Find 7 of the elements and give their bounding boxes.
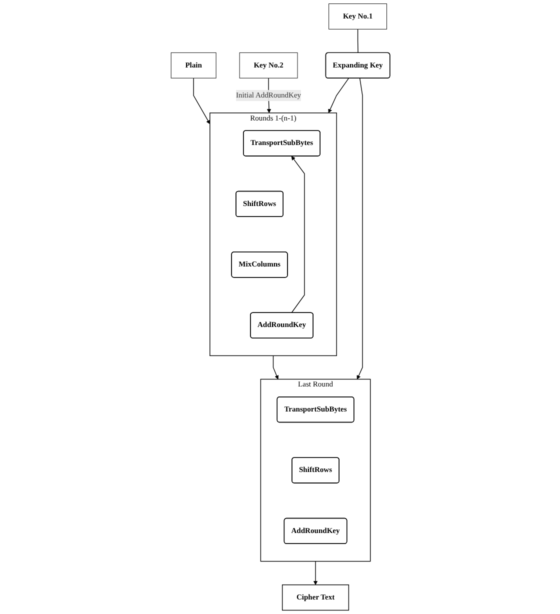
arrow	[356, 78, 362, 380]
arrow	[328, 78, 349, 114]
connector	[356, 28, 358, 54]
arrow	[312, 560, 318, 586]
arrow	[290, 156, 304, 314]
arrow	[192, 78, 210, 124]
arrow	[272, 355, 278, 380]
